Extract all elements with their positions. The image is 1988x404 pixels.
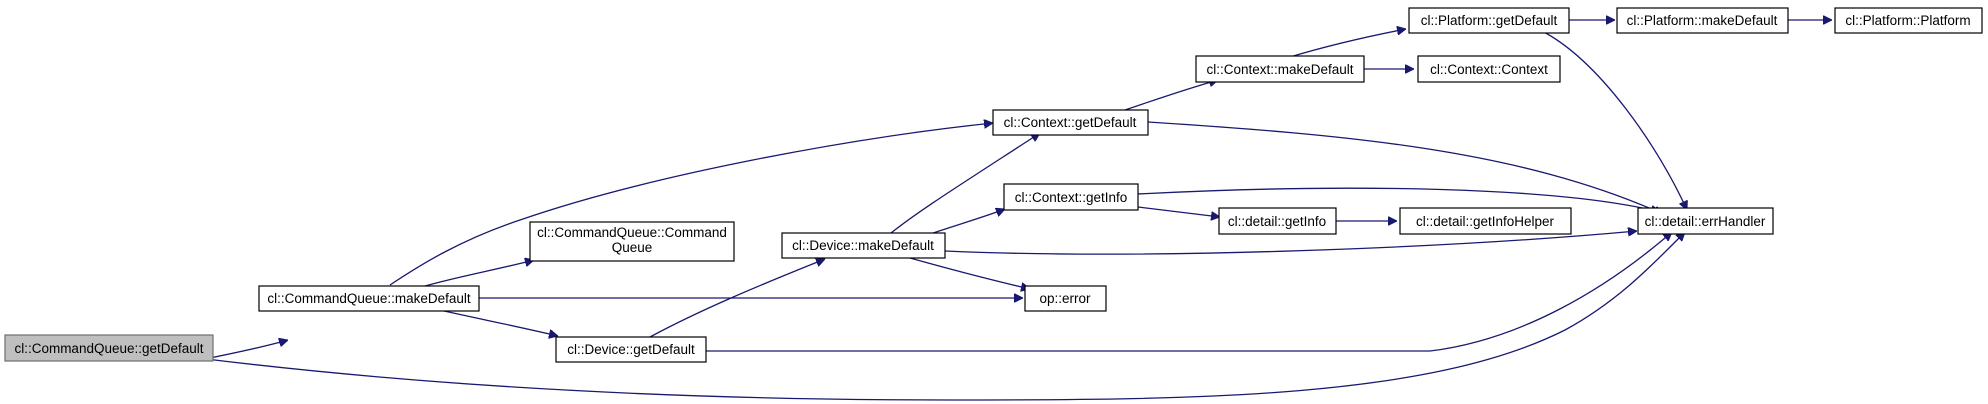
edge-dev-getdefault-to-dev-makedefault [649, 259, 825, 338]
edge-ctx-getdefault-to-errhandler [1147, 121, 1663, 214]
node-ctx-getinfo[interactable]: cl::Context::getInfo [1003, 183, 1139, 211]
node-det-getinfo[interactable]: cl::detail::getInfo [1218, 207, 1337, 235]
node-label: cl::detail::errHandler [1645, 214, 1766, 229]
node-label: cl::detail::getInfo [1228, 214, 1326, 229]
node-label: op::error [1039, 291, 1091, 306]
node-label: cl::Context::makeDefault [1206, 62, 1353, 77]
edges [197, 20, 1832, 401]
edge-dev-makedefault-to-errhandler [944, 231, 1637, 255]
node-plat-makedefault[interactable]: cl::Platform::makeDefault [1616, 7, 1789, 34]
edge-cq-makedefault-to-ctx-getdefault [389, 123, 993, 286]
node-label: cl::CommandQueue::getDefault [14, 341, 203, 356]
node-cq-makedefault[interactable]: cl::CommandQueue::makeDefault [258, 285, 480, 312]
node-label: cl::Context::getInfo [1015, 190, 1128, 205]
node-det-getinfohelper[interactable]: cl::detail::getInfoHelper [1399, 207, 1572, 235]
node-label: cl::Device::makeDefault [792, 238, 934, 253]
nodes: cl::CommandQueue::getDefault cl::Command… [4, 7, 1983, 363]
edge-dev-makedefault-to-ctx-getdefault [890, 133, 1040, 234]
node-label: cl::CommandQueue::makeDefault [267, 291, 471, 306]
edge-dev-getdefault-to-errhandler [706, 232, 1672, 352]
node-plat-ctor[interactable]: cl::Platform::Platform [1834, 7, 1983, 34]
node-label: Queue [612, 240, 653, 255]
edge-cq-getdefault-to-errhandler [197, 232, 1685, 401]
edge-ctx-getdefault-to-ctx-makedefault [1124, 80, 1218, 111]
node-ctx-ctor[interactable]: cl::Context::Context [1417, 55, 1561, 83]
node-label: cl::Device::getDefault [567, 342, 695, 357]
edge-ctx-getinfo-to-errhandler [1137, 187, 1660, 212]
edge-ctx-getinfo-to-det-getinfo [1137, 206, 1220, 217]
node-ctx-getdefault[interactable]: cl::Context::getDefault [992, 109, 1149, 136]
edge-cq-makedefault-to-cq-ctor [424, 260, 534, 287]
edge-cq-makedefault-to-dev-getdefault [434, 308, 558, 336]
node-cq-ctor[interactable]: cl::CommandQueue::Command Queue [529, 221, 735, 262]
node-op-error[interactable]: op::error [1024, 285, 1107, 312]
node-plat-getdefault[interactable]: cl::Platform::getDefault [1408, 7, 1570, 34]
node-dev-makedefault[interactable]: cl::Device::makeDefault [781, 232, 946, 259]
node-label: cl::Platform::Platform [1845, 13, 1970, 28]
node-cq-getdefault[interactable]: cl::CommandQueue::getDefault [4, 334, 214, 362]
node-label: cl::Platform::getDefault [1421, 13, 1558, 28]
node-label: cl::detail::getInfoHelper [1416, 214, 1555, 229]
node-label: cl::Platform::makeDefault [1627, 13, 1778, 28]
node-label: cl::CommandQueue::Command [537, 225, 727, 240]
node-ctx-makedefault[interactable]: cl::Context::makeDefault [1195, 55, 1365, 83]
node-label: cl::Context::Context [1430, 62, 1548, 77]
edge-ctx-makedefault-to-plat-getdefault [1289, 29, 1406, 58]
edge-cq-getdefault-to-cq-makedefault [204, 340, 288, 360]
edge-dev-makedefault-to-ctx-getinfo [929, 209, 1005, 235]
node-det-errhandler[interactable]: cl::detail::errHandler [1637, 207, 1774, 235]
edge-plat-getdefault-to-errhandler [1539, 29, 1687, 210]
node-label: cl::Context::getDefault [1004, 115, 1137, 130]
node-dev-getdefault[interactable]: cl::Device::getDefault [555, 336, 707, 363]
edge-dev-makedefault-to-op-error [909, 257, 1030, 289]
